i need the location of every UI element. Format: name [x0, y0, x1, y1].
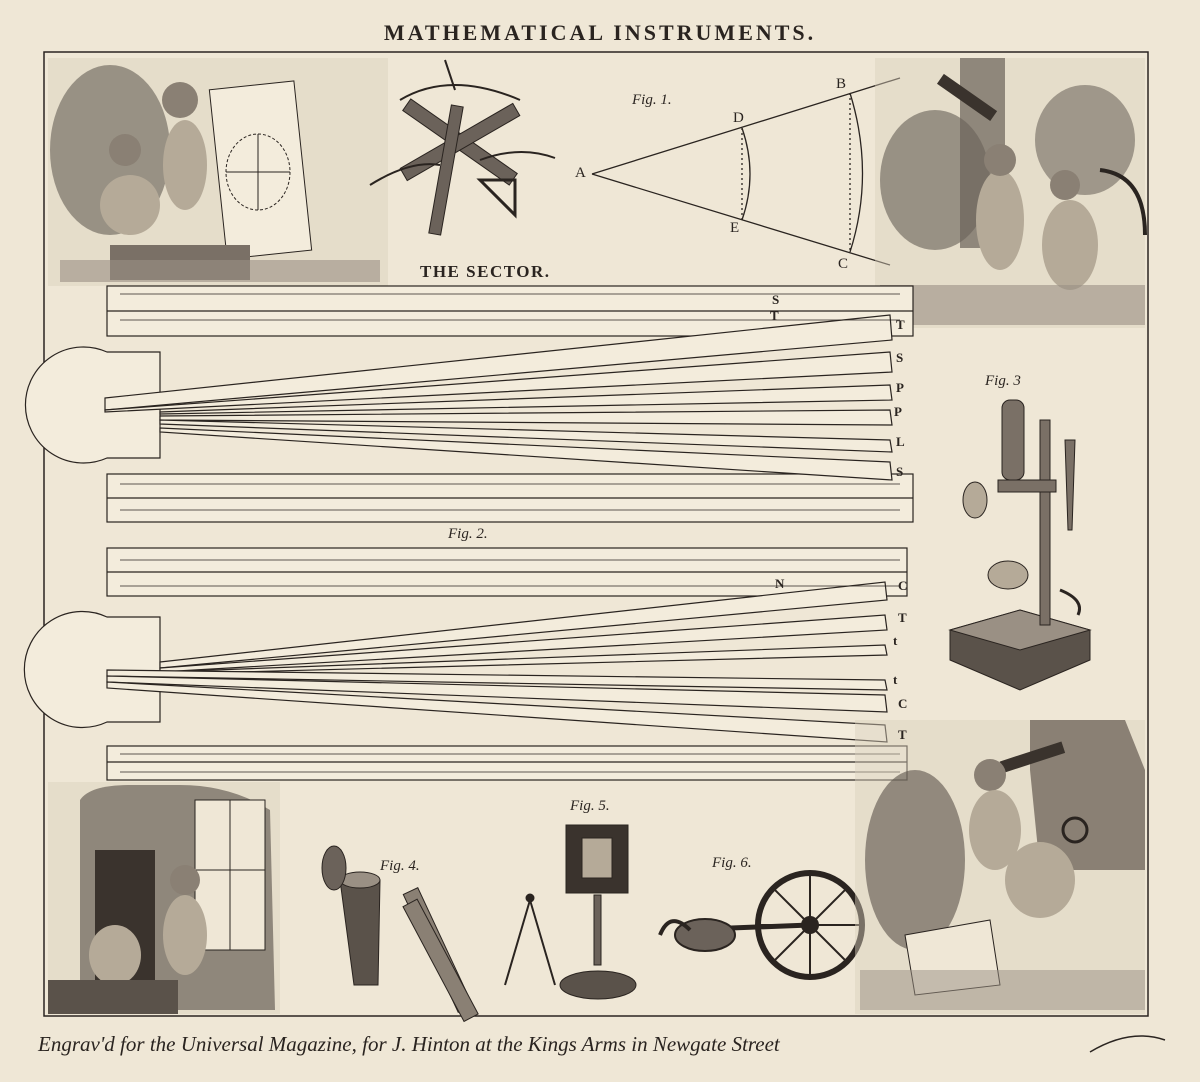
cherubs-drawing-vignette: [48, 58, 388, 286]
scale-letter: P: [894, 404, 902, 419]
scale-letter: S: [896, 464, 904, 479]
scale-letter: L: [896, 434, 905, 449]
mirror-stand: [559, 824, 637, 1000]
footer-flourish: [1089, 1035, 1166, 1053]
fig6-caption: Fig. 6.: [712, 855, 752, 871]
scale-letter: T: [896, 317, 905, 332]
instruments-trophy: [369, 59, 556, 236]
engraver-imprint: Engrav'd for the Universal Magazine, for…: [38, 1032, 780, 1056]
page-title: MATHEMATICAL INSTRUMENTS.: [383, 20, 817, 45]
fig2-caption: Fig. 2.: [448, 526, 488, 542]
scale-letter: T: [898, 727, 907, 742]
point-label-d: D: [733, 110, 744, 126]
point-label-c: C: [838, 256, 849, 272]
scale-letter: S: [772, 292, 780, 307]
scale-letter: T: [770, 308, 779, 323]
scale-letter: N: [775, 576, 785, 591]
fig1-caption: Fig. 1.: [632, 92, 672, 108]
point-label-e: E: [730, 220, 740, 236]
scale-letter: T: [898, 610, 907, 625]
microscope: [948, 399, 1092, 691]
workshop-vignette: [48, 782, 280, 1014]
sector-title: THE SECTOR.: [420, 262, 551, 281]
scale-letter: C: [898, 696, 908, 711]
fig3-caption: Fig. 3: [985, 373, 1021, 389]
instrument-case-and-rule: [321, 845, 556, 1023]
scale-letter: t: [893, 672, 898, 687]
point-label-a: A: [575, 165, 586, 181]
plate-border: [43, 51, 1149, 1017]
fig1-triangle-diagram: [591, 77, 901, 266]
fig5-caption: Fig. 5.: [570, 798, 610, 814]
cherubs-observing-vignette: [855, 720, 1145, 1014]
scale-letter: t: [893, 633, 898, 648]
scale-letter: P: [896, 380, 904, 395]
sector-lower: [23, 547, 908, 781]
fig4-caption: Fig. 4.: [380, 858, 420, 874]
sector-upper: [24, 285, 914, 523]
scale-letter: C: [898, 578, 908, 593]
scale-letter: S: [896, 350, 904, 365]
point-label-b: B: [836, 76, 847, 92]
cherubs-telescope-vignette: [875, 58, 1147, 328]
surveyors-wheel: [658, 870, 865, 980]
